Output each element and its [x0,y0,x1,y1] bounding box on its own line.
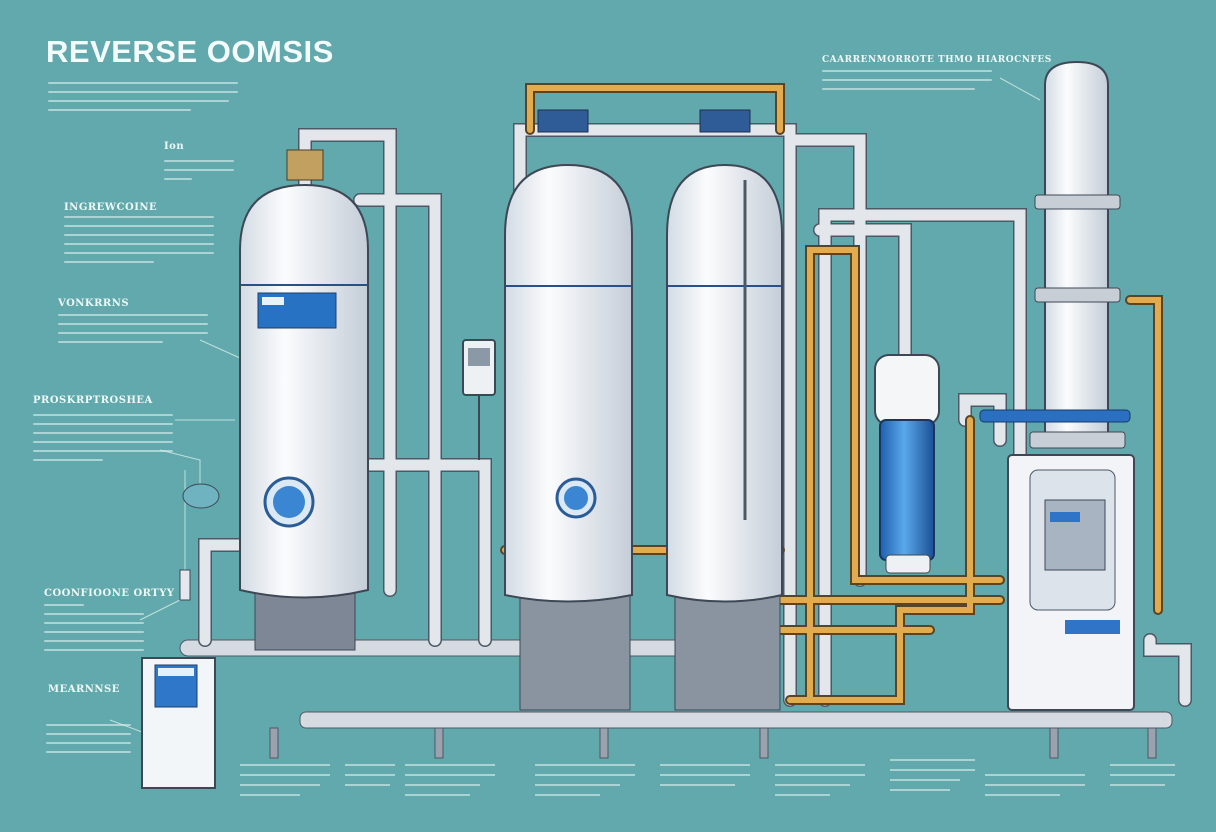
bottom-captions [240,759,1175,796]
vonkrrns-text [58,314,208,350]
copper-pipes [500,83,1163,705]
label-ion: Ion [164,141,185,152]
page-title: REVERSE OOMSIS [46,34,334,69]
ingrewcoine-text [64,216,214,270]
pressure-text [33,414,173,468]
ion-text [164,160,234,187]
pressure-tank-right [666,109,783,711]
label-top-right: CAARRENMORROTE THMO HIAROCNFES [822,55,1052,65]
membrane-cartridge [874,354,940,574]
label-vonkrrns: VONKRRNS [58,298,130,309]
distillation-column [979,60,1131,449]
pressure-gauge [462,339,496,460]
control-cabinet [1007,454,1135,711]
top-right-text [822,70,992,97]
label-pressure: PROSKRPTROSHEA [33,395,153,406]
conditioning-text [44,604,144,658]
label-conditioning: COONFIOONE ORTYY [44,588,175,599]
membrane-text [46,724,131,760]
pressure-tank-left [239,149,369,651]
membrane-unit [141,657,216,789]
label-membrane: MEARNNSE [48,684,120,695]
pressure-tank-middle [504,109,633,711]
label-ingrewcoine: INGREWCOINE [64,202,158,213]
intro-text [48,82,238,118]
sample-bulb [179,483,220,601]
